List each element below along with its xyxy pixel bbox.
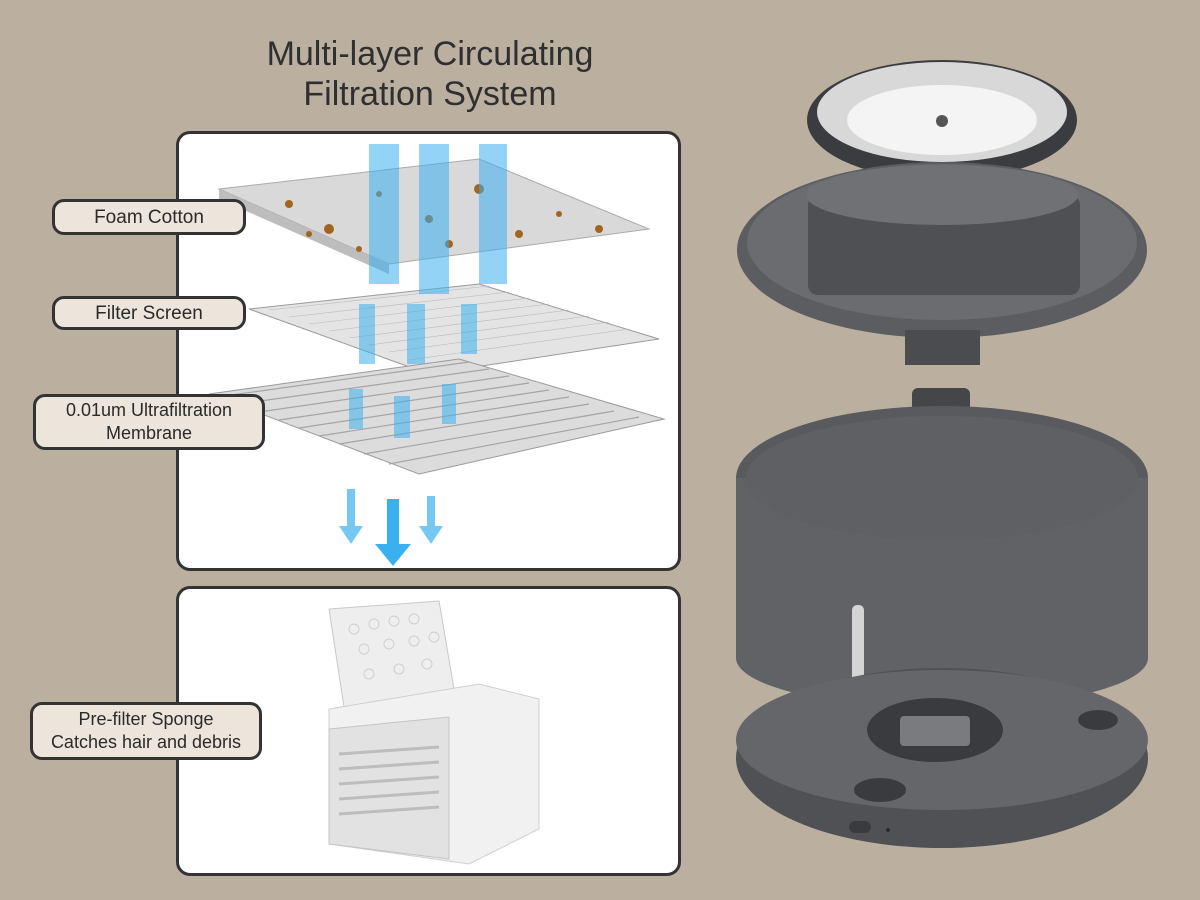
indicator-light xyxy=(886,828,890,832)
label-foam-cotton: Foam Cotton xyxy=(52,199,246,235)
label-prefilter-line-2: Catches hair and debris xyxy=(50,732,242,752)
label-membrane-line-1: 0.01um Ultrafiltration xyxy=(65,400,233,420)
pump-housing xyxy=(902,488,982,540)
fountain-base xyxy=(736,668,1148,848)
prefilter-panel xyxy=(176,586,681,876)
label-membrane-line-2: Membrane xyxy=(105,423,193,443)
prefilter-pump-illustration xyxy=(328,600,540,865)
stainless-top-dish xyxy=(807,60,1077,180)
water-flow-arrow-icon xyxy=(375,499,411,566)
page-title: Multi-layer Circulating Filtration Syste… xyxy=(230,34,630,114)
label-filter-screen: Filter Screen xyxy=(52,296,246,330)
water-tank xyxy=(736,406,1148,550)
pump-column xyxy=(912,388,970,503)
label-filter-screen-text: Filter Screen xyxy=(95,302,203,324)
title-line-1: Multi-layer Circulating xyxy=(266,35,594,73)
water-streams xyxy=(349,144,507,438)
power-button xyxy=(849,821,871,833)
filtration-layers-panel xyxy=(176,131,681,571)
ultrafiltration-membrane-layer xyxy=(208,358,666,475)
filtration-layers-illustration xyxy=(208,144,666,566)
label-prefilter-line-1: Pre-filter Sponge xyxy=(78,709,214,729)
water-flow-arrow-icon xyxy=(339,489,363,544)
label-ultrafiltration-membrane: 0.01um Ultrafiltration Membrane xyxy=(33,394,265,450)
water-tray xyxy=(737,162,1147,338)
water-level-window xyxy=(852,605,864,685)
pump-intake-grille xyxy=(328,716,450,860)
water-flow-arrow-icon xyxy=(419,496,443,544)
title-line-2: Filtration System xyxy=(303,75,557,113)
label-foam-cotton-text: Foam Cotton xyxy=(94,206,204,228)
foam-cotton-edge xyxy=(219,189,389,274)
label-prefilter-sponge: Pre-filter Sponge Catches hair and debri… xyxy=(30,702,262,760)
